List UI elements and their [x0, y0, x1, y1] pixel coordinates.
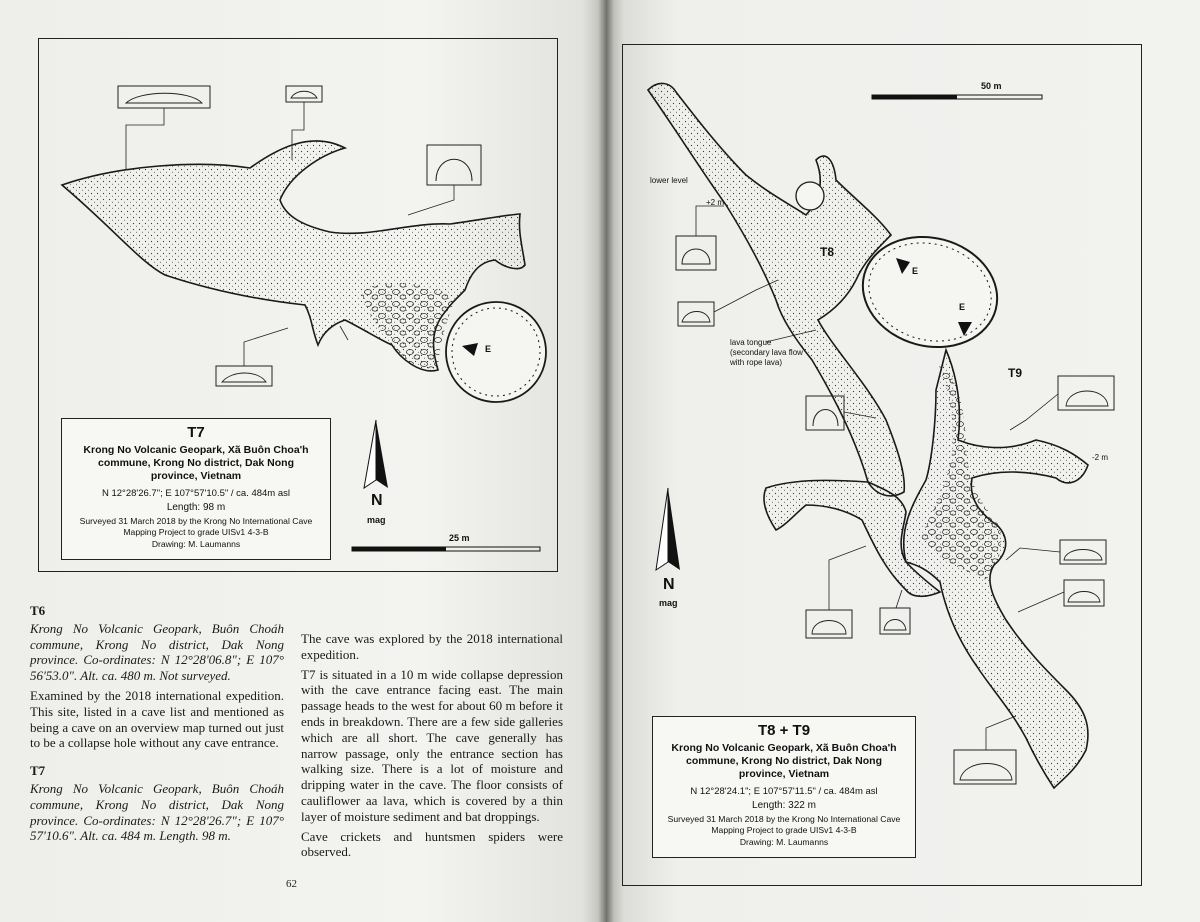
north-label: N [371, 492, 383, 509]
t6-heading: T6 [30, 603, 46, 618]
map-length-right: Length: 322 m [752, 800, 816, 811]
page-number: 62 [286, 878, 297, 890]
t7-map-frame [38, 38, 558, 572]
map-location-right: Krong No Volcanic Geopark, Xã Buôn Choa'… [671, 742, 897, 780]
map-coords: N 12°28'26.7"; E 107°57'10.5" / ca. 484m… [101, 488, 291, 499]
t8-label: T8 [820, 245, 835, 259]
t7-cave-map [60, 85, 547, 552]
map-coords-right: N 12°28'24.1"; E 107°57'11.5" / ca. 484m… [690, 786, 878, 797]
map-survey: Surveyed 31 March 2018 by the Krong No I… [79, 516, 313, 537]
map-code-right: T8 + T9 [757, 722, 811, 739]
lava-tongue-label: lava tongue (secondary lava flow with ro… [730, 338, 803, 367]
right-page: 50 m lower level +2 m T8 E E lava tongue… [606, 0, 1200, 922]
e1-label: E [912, 266, 919, 276]
collapse-depression [445, 301, 547, 403]
mag-label-right: mag [659, 598, 678, 608]
map-location: Krong No Volcanic Geopark, Xã Buôn Choa'… [83, 444, 309, 482]
map-drawing-right: Drawing: M. Laumanns [739, 837, 829, 847]
t8-t9-cave-map [646, 82, 1115, 790]
t7-para-2: T7 is situated in a 10 m wide collapse d… [301, 666, 563, 824]
scale-label: 25 m [449, 533, 470, 543]
t7-para-3: Cave crickets and huntsmen spiders were … [301, 828, 563, 860]
t9-passage [902, 347, 1089, 790]
t8-t9-map-frame [622, 44, 1142, 886]
right-column-text: The cave was explored by the 2018 intern… [301, 631, 563, 864]
map-code: T7 [187, 424, 205, 441]
minus2-label: -2 m [1092, 453, 1108, 462]
t9-label: T9 [1008, 366, 1023, 380]
t7-description: Krong No Volcanic Geopark, Buôn Choáh co… [30, 780, 284, 844]
left-page: E N mag 25 m T7 Krong No Volcanic Geopar… [0, 0, 606, 922]
t8-passage [646, 82, 906, 497]
mag-label: mag [367, 515, 386, 525]
map-survey-right: Surveyed 31 March 2018 by the Krong No I… [667, 814, 901, 835]
t6-description: Krong No Volcanic Geopark, Buôn Choáh co… [30, 620, 284, 684]
north-label-right: N [663, 576, 675, 593]
e2-label: E [959, 302, 966, 312]
left-column-text: T6 Krong No Volcanic Geopark, Buôn Choáh… [30, 603, 284, 848]
plus2-label: +2 m [706, 198, 725, 207]
lower-level-label: lower level [650, 176, 688, 185]
t8-t9-title-box: T8 + T9 Krong No Volcanic Geopark, Xã Bu… [652, 716, 916, 858]
collapse-depression-t8 [861, 235, 999, 349]
t7-title-box: T7 Krong No Volcanic Geopark, Xã Buôn Ch… [61, 418, 331, 560]
t7-para-1: The cave was explored by the 2018 intern… [301, 631, 563, 662]
book-gutter [598, 0, 614, 922]
map-drawing: Drawing: M. Laumanns [151, 539, 241, 549]
map-length: Length: 98 m [166, 502, 226, 513]
entrance-label: E [485, 344, 492, 354]
t7-heading: T7 [30, 763, 46, 779]
t6-body: Examined by the 2018 international exped… [30, 687, 284, 751]
west-branch [763, 479, 942, 598]
scale-label-right: 50 m [981, 81, 1002, 91]
